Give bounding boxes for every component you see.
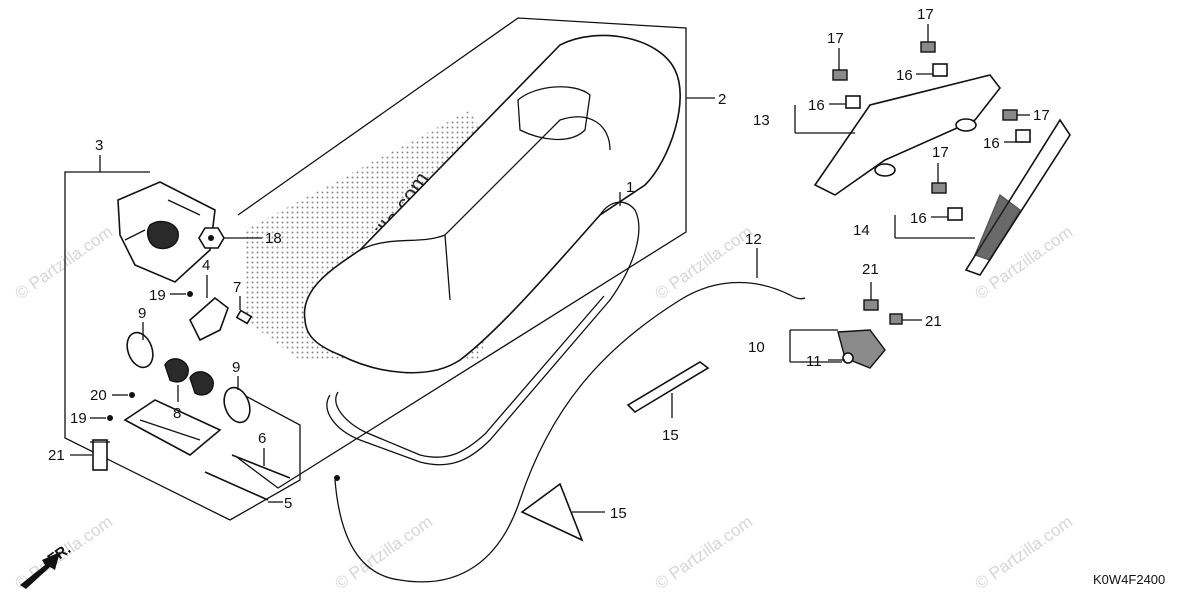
callout-19: 19 xyxy=(149,287,166,304)
seat-group-outline xyxy=(237,17,715,489)
grab-rail-left xyxy=(794,74,1002,196)
cable xyxy=(334,281,806,583)
callout-12: 12 xyxy=(745,231,762,248)
callout-13: 13 xyxy=(753,112,770,129)
drawing-code: K0W4F2400 xyxy=(1093,572,1165,587)
callout-21: 21 xyxy=(48,447,65,464)
callout-17: 17 xyxy=(917,6,934,23)
callout-17: 17 xyxy=(1033,107,1050,124)
callout-16: 16 xyxy=(983,135,1000,152)
callout-21: 21 xyxy=(862,261,879,278)
callout-labels: 1 2 3 4 5 6 7 8 9 9 10 11 12 13 14 15 15… xyxy=(48,6,1050,522)
watermark: © Partzilla.com xyxy=(651,222,756,303)
guard xyxy=(520,482,605,542)
callout-14: 14 xyxy=(853,222,870,239)
callout-16: 16 xyxy=(808,97,825,114)
callout-21: 21 xyxy=(925,313,942,330)
callout-10: 10 xyxy=(748,339,765,356)
watermark: © Partzilla.com xyxy=(651,512,756,593)
washer xyxy=(129,392,135,398)
front-direction-marker: FR. xyxy=(20,540,74,589)
callout-8: 8 xyxy=(173,405,181,422)
seat-seal xyxy=(326,192,640,466)
washer xyxy=(107,415,113,421)
callout-20: 20 xyxy=(90,387,107,404)
bolts xyxy=(863,282,922,325)
seat xyxy=(303,34,681,374)
callout-11: 11 xyxy=(806,353,822,370)
seat-lock xyxy=(789,329,886,369)
watermark: © Partzilla.com xyxy=(11,222,116,303)
leader-lines xyxy=(70,24,1030,503)
rod xyxy=(626,361,710,418)
callout-2: 2 xyxy=(718,91,726,108)
callout-16: 16 xyxy=(910,210,927,227)
callout-5: 5 xyxy=(284,495,292,512)
callout-17: 17 xyxy=(827,30,844,47)
nut xyxy=(198,227,262,249)
watermark: © Partzilla.com xyxy=(971,512,1076,593)
callout-7: 7 xyxy=(233,279,241,296)
callout-1: 1 xyxy=(626,179,634,196)
hinge-bracket xyxy=(117,181,216,283)
grab-rail-right xyxy=(894,118,1071,276)
callout-19: 19 xyxy=(70,410,87,427)
callout-15: 15 xyxy=(610,505,627,522)
hinge-parts xyxy=(90,291,291,501)
callout-6: 6 xyxy=(258,430,266,447)
callout-17: 17 xyxy=(932,144,949,161)
washer xyxy=(187,291,193,297)
hinge-group-outline xyxy=(64,155,301,521)
collars-bolts xyxy=(832,41,1031,221)
callout-18: 18 xyxy=(265,230,282,247)
callout-9: 9 xyxy=(138,305,146,322)
callout-9: 9 xyxy=(232,359,240,376)
watermark: © Partzilla.com xyxy=(331,512,436,593)
callout-16: 16 xyxy=(896,67,913,84)
callout-15: 15 xyxy=(662,427,679,444)
callout-4: 4 xyxy=(202,257,210,274)
callout-3: 3 xyxy=(95,137,103,154)
